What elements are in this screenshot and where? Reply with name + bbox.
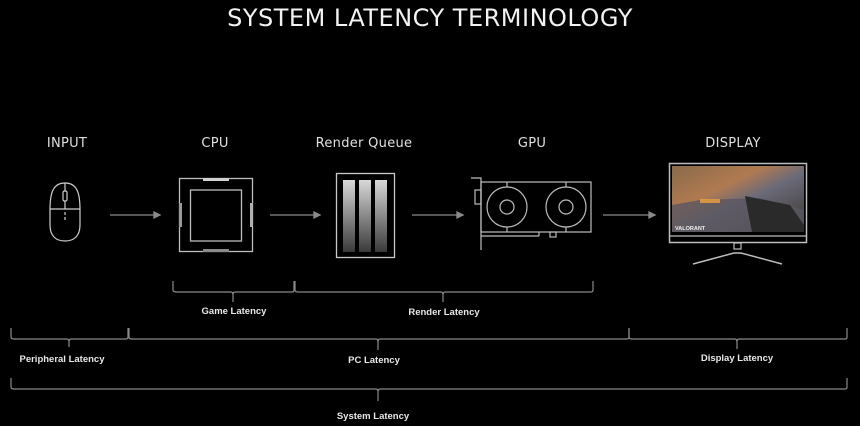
label-game-latency: Game Latency	[201, 306, 267, 317]
gpu-icon	[471, 177, 592, 250]
cpu-icon	[178, 177, 254, 253]
label-peripheral-latency: Peripheral Latency	[19, 354, 105, 365]
render-queue-icon	[335, 172, 396, 259]
arrow-cpu-to-render-queue	[270, 210, 322, 220]
mouse-icon	[49, 182, 81, 242]
stage-label-render-queue: Render Queue	[315, 136, 413, 151]
arrow-gpu-to-display	[603, 210, 657, 220]
stage-label-cpu: CPU	[201, 136, 229, 151]
label-display-latency: Display Latency	[700, 353, 774, 364]
monitor-icon	[668, 162, 808, 265]
screen-game-title: VALORANT	[675, 226, 706, 232]
bracket-game-latency	[172, 281, 295, 302]
bracket-peripheral-latency	[10, 328, 129, 347]
diagram-title: SYSTEM LATENCY TERMINOLOGY	[227, 4, 633, 32]
label-pc-latency: PC Latency	[348, 355, 400, 366]
label-system-latency: System Latency	[336, 411, 410, 422]
arrow-render-queue-to-gpu	[412, 210, 465, 220]
arrow-input-to-cpu	[110, 210, 162, 220]
bracket-render-latency	[294, 281, 594, 302]
stage-label-gpu: GPU	[517, 136, 547, 151]
bracket-pc-latency	[128, 328, 630, 350]
stage-label-display: DISPLAY	[705, 136, 761, 151]
bracket-system-latency	[10, 378, 848, 401]
label-render-latency: Render Latency	[408, 307, 480, 318]
stage-label-input: INPUT	[46, 136, 88, 151]
bracket-display-latency	[628, 328, 848, 349]
